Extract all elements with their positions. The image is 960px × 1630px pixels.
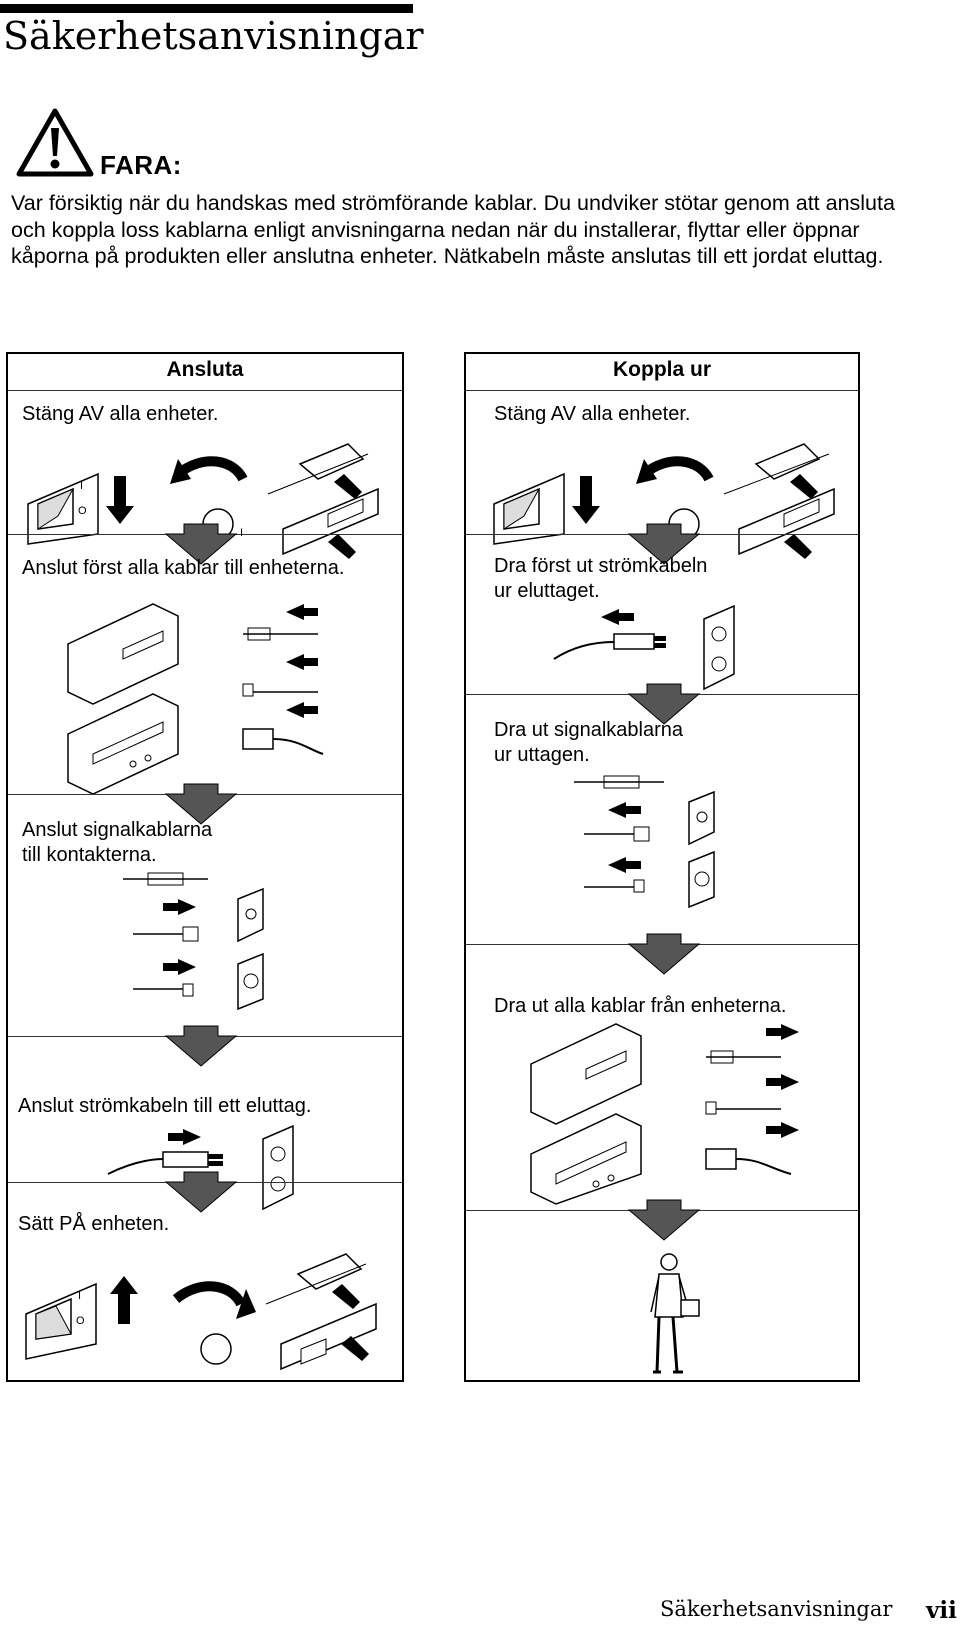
connect-step-4: Anslut strömkabeln till ett eluttag. [18,1095,312,1117]
svg-text:O: O [78,505,87,517]
connect-step-1: Stäng AV alla enheter. [22,403,219,425]
connect-signal-cables-illustration [123,872,264,1011]
disconnect-step-3-text: Dra ut signalkablarna ur uttagen. [494,719,683,766]
divider [8,390,402,391]
connect-step-5: Sätt PÅ enheten. [18,1213,170,1235]
unplug-power-cord-illustration [553,604,735,691]
plug-into-outlet-illustration [107,1124,294,1211]
disconnect-step-4: Dra ut alla kablar från enheterna. [494,995,787,1017]
warning-triangle-icon [16,108,94,177]
down-arrow-icon [627,1199,701,1241]
disconnect-panel: Koppla ur Stäng AV alla enheter. Dra för… [464,352,860,1382]
divider [466,390,858,391]
power-switch-off-illustration [493,443,835,559]
connect-step-3: Anslut signalkablarna till kontakterna. [22,818,212,868]
down-arrow-icon [164,783,238,825]
disconnect-step-3: Dra ut signalkablarna ur uttagen. [494,718,683,768]
svg-text:I: I [240,527,243,539]
person-carrying-device-illustration [650,1253,700,1374]
disconnect-panel-title: Koppla ur [613,358,711,381]
svg-text:I: I [80,480,83,492]
danger-label: FARA: [100,150,182,180]
svg-text:I: I [78,1290,81,1302]
down-arrow-icon [627,933,701,975]
connect-panel-title: Ansluta [166,358,244,381]
unplug-cables-from-devices-illustration [530,1023,799,1205]
connect-step-2: Anslut först alla kablar till enheterna. [22,557,345,579]
svg-text:O: O [76,1315,85,1327]
down-arrow-icon [627,683,701,725]
disconnect-step-2-text: Dra först ut strömkabeln ur eluttaget. [494,555,708,602]
down-arrow-icon [627,523,701,565]
unplug-signal-cables-illustration [574,775,715,909]
danger-intro-text: Var försiktig när du handskas med strömf… [11,191,895,268]
disconnect-step-2: Dra först ut strömkabeln ur eluttaget. [494,554,707,604]
footer-page-number: vii [926,1597,957,1624]
down-arrow-icon [164,1171,238,1213]
connect-step-3-text: Anslut signalkablarna till kontakterna. [22,819,213,866]
footer-title: Säkerhetsanvisningar [660,1597,893,1621]
disconnect-step-1: Stäng AV alla enheter. [494,403,691,425]
power-switch-on-illustration: IO [25,1253,377,1371]
connect-panel: Ansluta Stäng AV alla enheter. IO OI Ans… [6,352,404,1382]
down-arrow-icon [164,523,238,565]
page-title: Säkerhetsanvisningar [3,14,424,58]
title-rule [0,4,413,13]
connect-cables-to-devices-illustration [67,603,324,795]
down-arrow-icon [164,1025,238,1067]
